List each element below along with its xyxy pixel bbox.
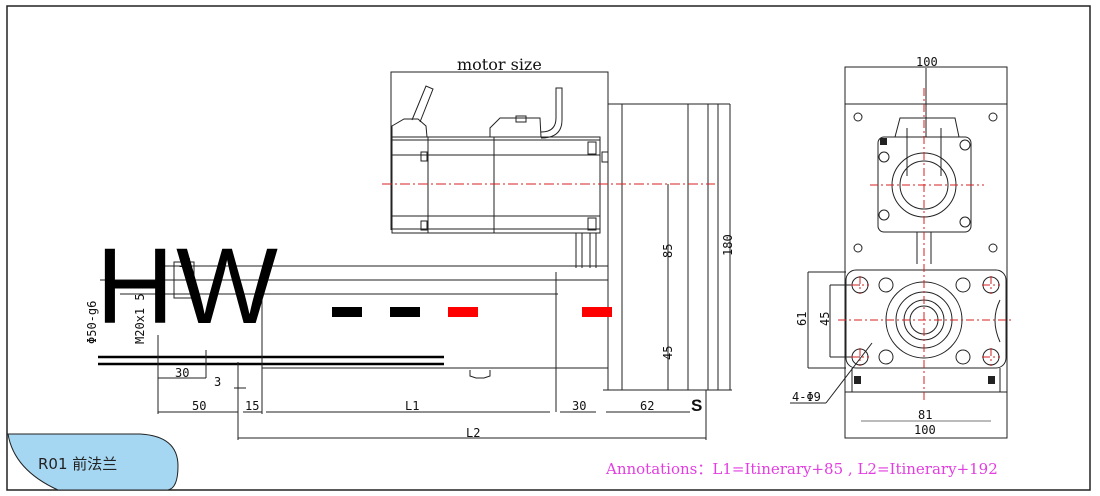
dim-end-45: 45 xyxy=(818,312,832,326)
side-dimension-lines xyxy=(157,104,732,440)
dim-15: 15 xyxy=(245,399,259,413)
dim-30-left: 30 xyxy=(175,366,189,380)
dim-180: 180 xyxy=(721,234,735,256)
drawing-frame xyxy=(6,5,1091,491)
motor-size-title: motor size xyxy=(457,55,542,74)
dim-S-mark: S xyxy=(691,396,702,415)
dim-L1: L1 xyxy=(405,399,419,413)
badge-shape xyxy=(7,433,179,491)
dim-end-100: 100 xyxy=(914,423,936,437)
dim-end-81: 81 xyxy=(918,408,932,422)
dim-85: 85 xyxy=(661,244,675,258)
end-view xyxy=(790,66,1008,439)
motor-size-box xyxy=(390,71,609,230)
dash-black-1 xyxy=(332,307,362,317)
dim-thread: M20x1 5 xyxy=(133,293,147,344)
dim-holes: 4-Φ9 xyxy=(792,390,821,404)
dim-end-top-100: 100 xyxy=(916,55,938,69)
dim-L2: L2 xyxy=(466,426,480,440)
dash-black-2 xyxy=(390,307,420,317)
flange-corner-mark xyxy=(880,138,887,145)
dash-red-1 xyxy=(448,307,478,317)
motor-side-view xyxy=(390,71,731,391)
overlay-text-hiw: HW xyxy=(96,225,280,346)
mount-block-right xyxy=(988,376,995,384)
dim-3: 3 xyxy=(214,375,221,389)
dim-shaft-diameter: Φ50-g6 xyxy=(85,301,99,344)
dim-50: 50 xyxy=(192,399,206,413)
dim-62: 62 xyxy=(640,399,654,413)
actuator-body xyxy=(100,261,608,412)
dim-45: 45 xyxy=(661,346,675,360)
end-view-centerlines xyxy=(838,88,1012,400)
dim-30-right: 30 xyxy=(572,399,586,413)
dash-red-2 xyxy=(582,307,612,317)
section-badge-label: R01 前法兰 xyxy=(38,455,118,473)
annotation-note: Annotations：L1=Itinerary+85 , L2=Itinera… xyxy=(606,460,998,478)
dim-nut-11: 11 xyxy=(178,256,192,270)
dim-end-61: 61 xyxy=(795,312,809,326)
mount-block-left xyxy=(854,376,861,384)
